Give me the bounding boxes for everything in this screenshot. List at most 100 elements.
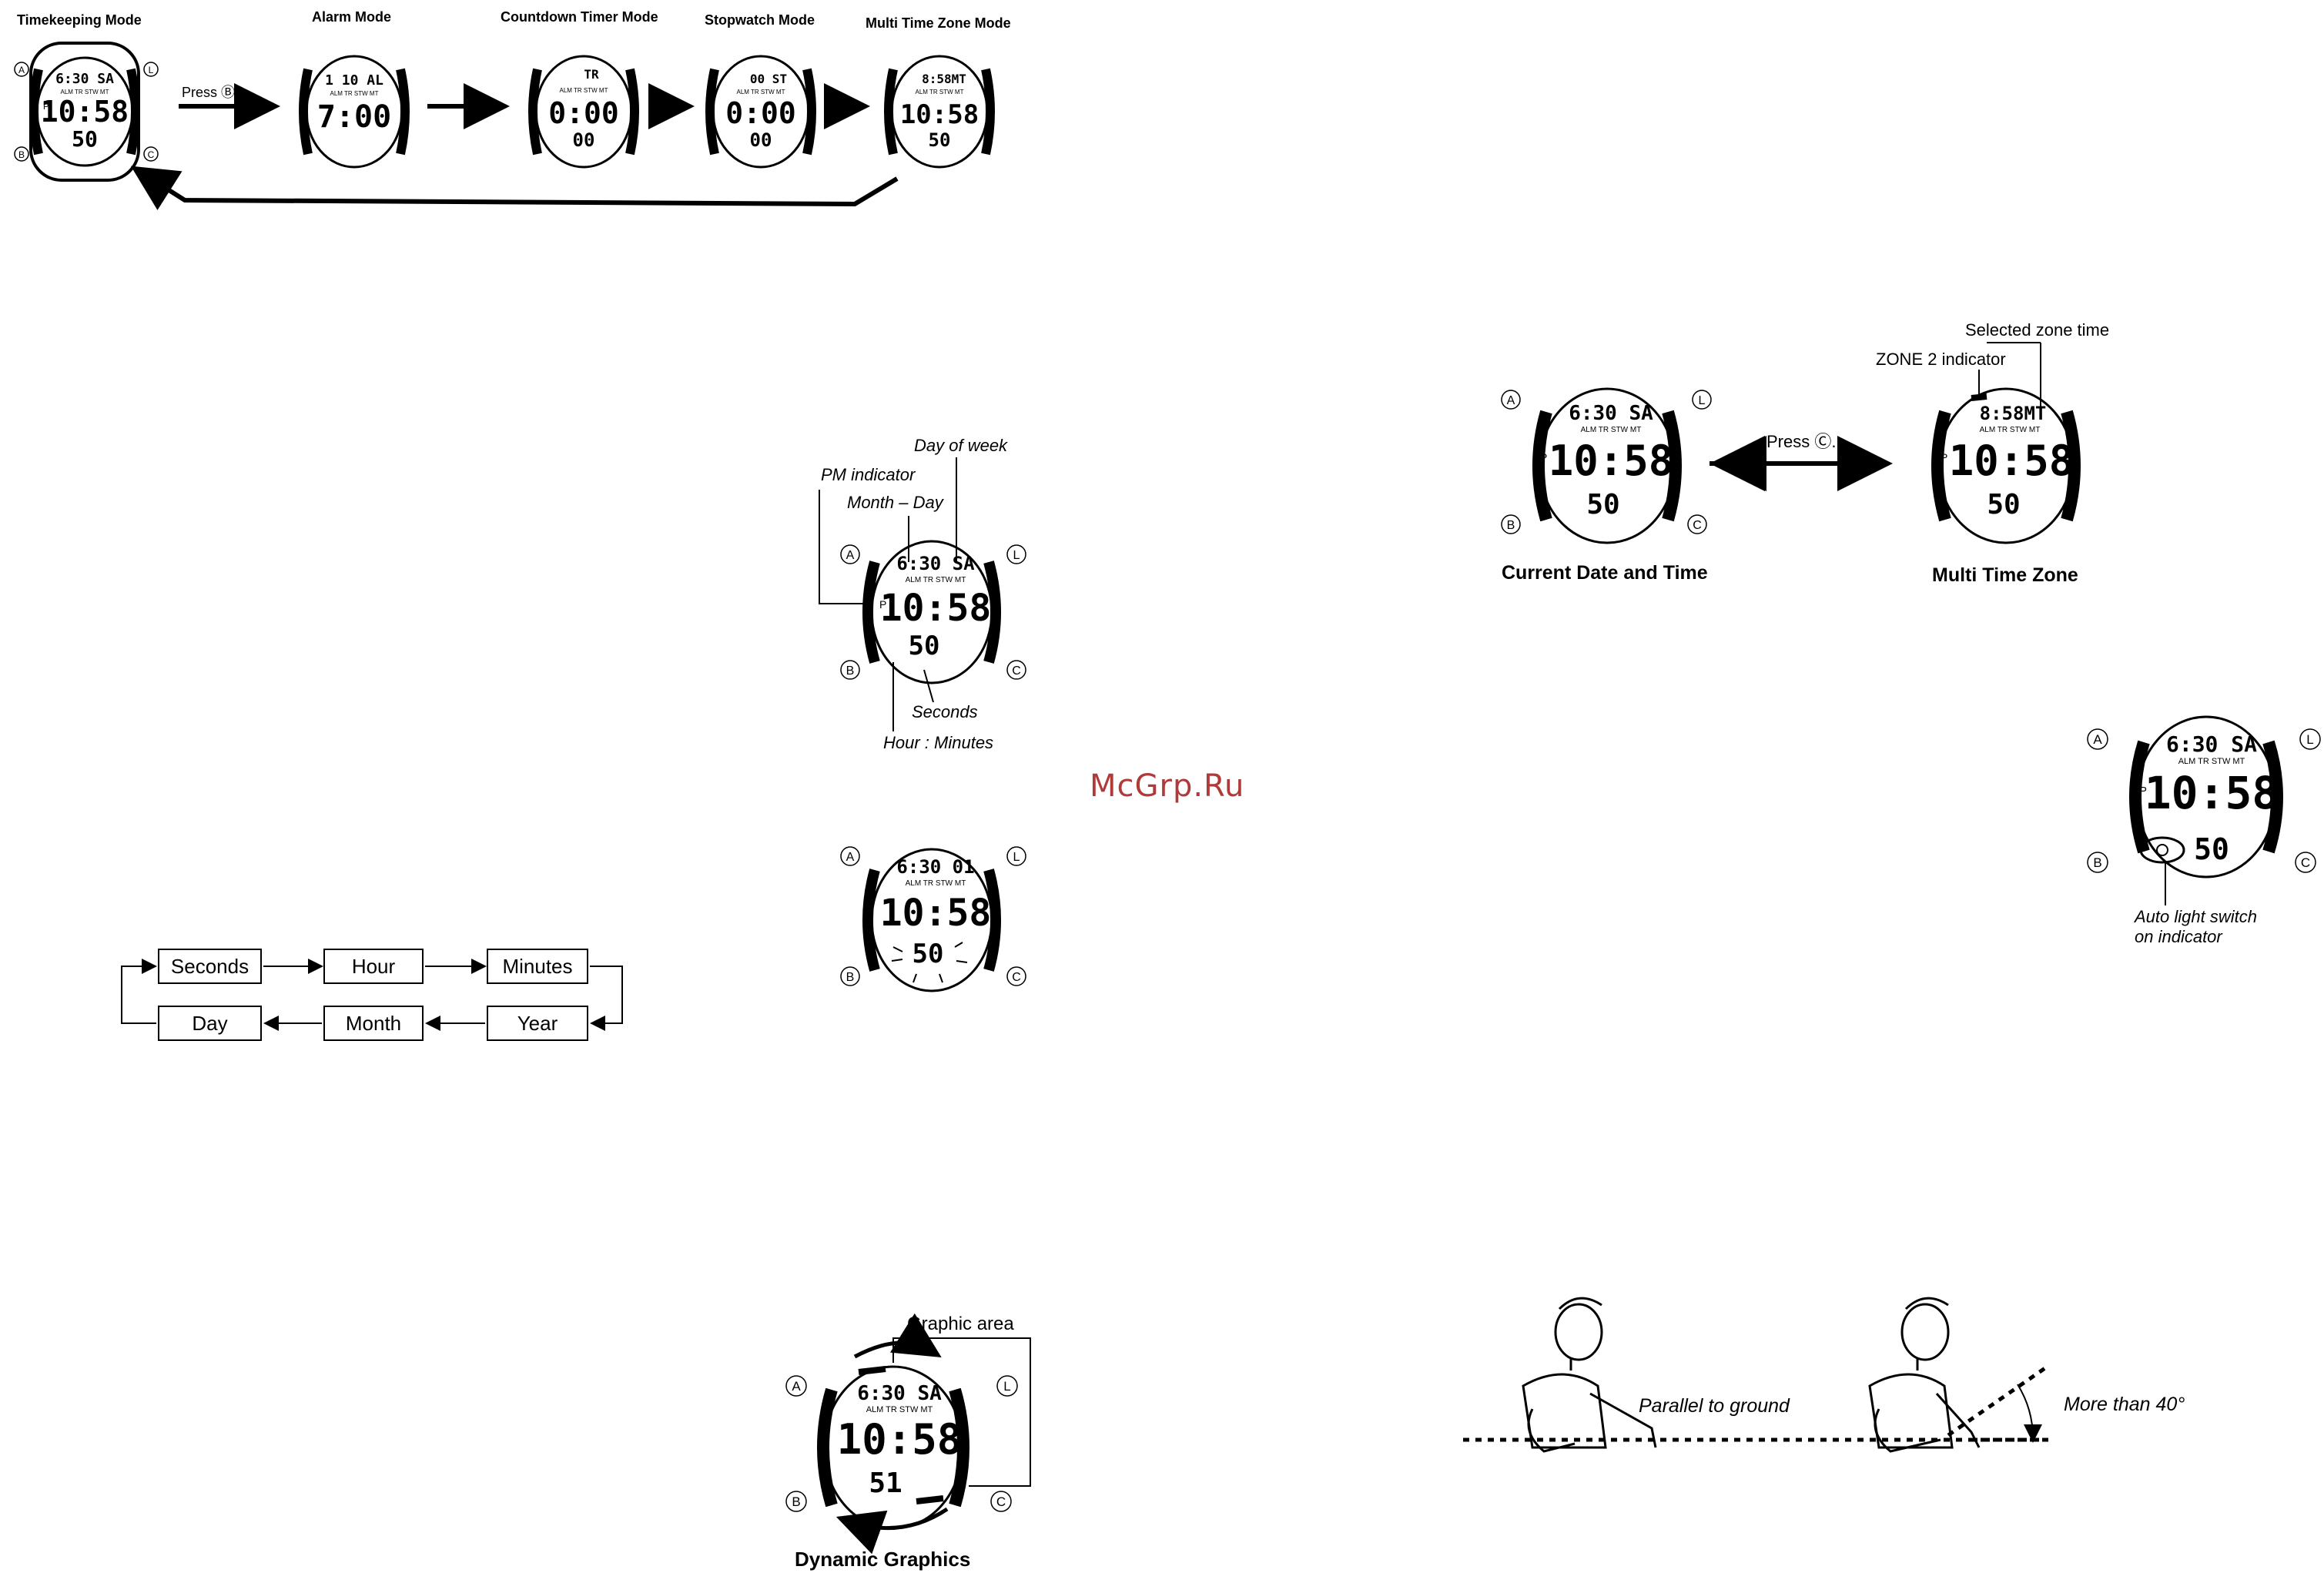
- svg-text:B: B: [846, 971, 855, 984]
- svg-text:6:30 SA: 6:30 SA: [896, 553, 975, 574]
- zone2-indicator-bar: [1971, 393, 1987, 401]
- watch-multi-time-zone: 8:58MT ALM TR STW MT P 10:58 50: [1894, 381, 2118, 551]
- sequence-box-hour: Hour: [323, 949, 424, 984]
- press-c-label: Press Ⓒ.: [1766, 432, 1837, 451]
- svg-text:C: C: [1693, 519, 1702, 532]
- selected-zone-time-label: Selected zone time: [1965, 320, 2110, 340]
- watch-auto-light: A B L C P 6:30 SA ALM TR STW MT 10:58 50: [2079, 708, 2324, 885]
- svg-text:P: P: [2139, 785, 2147, 798]
- svg-text:50: 50: [2194, 832, 2229, 866]
- svg-text:ALM TR STW MT: ALM TR STW MT: [906, 576, 966, 584]
- svg-text:P: P: [821, 1431, 829, 1444]
- svg-text:C: C: [996, 1494, 1006, 1509]
- watch-display-explained: A B L C P 6:30 SA ALM TR STW MT 10:58 50: [832, 531, 1032, 693]
- person-figure-raised: [1868, 1297, 1981, 1453]
- svg-text:A: A: [846, 851, 855, 864]
- flow-arrow-return: [130, 166, 899, 211]
- svg-text:0:00: 0:00: [725, 96, 796, 130]
- svg-text:ALM TR STW MT: ALM TR STW MT: [737, 89, 785, 95]
- svg-text:6:30 SA: 6:30 SA: [1569, 402, 1653, 425]
- watch-multizone: 8:58MT ALM TR STW MT 10:58 50: [870, 46, 1009, 177]
- watch-setting: A B L C 6:30 01 ALM TR STW MT 10:58 50: [832, 839, 1032, 1001]
- svg-text:TR: TR: [584, 67, 599, 82]
- seconds-label: Seconds: [912, 702, 978, 721]
- svg-text:L: L: [1003, 1379, 1010, 1394]
- sequence-box-year: Year: [487, 1006, 588, 1041]
- svg-text:6:30 SA: 6:30 SA: [857, 1382, 942, 1405]
- pm-indicator-label: PM indicator: [821, 465, 916, 484]
- svg-text:10:58: 10:58: [41, 95, 129, 129]
- svg-text:B: B: [792, 1494, 800, 1509]
- svg-text:B: B: [2093, 855, 2101, 870]
- svg-text:L: L: [1013, 549, 1020, 562]
- svg-text:10:58: 10:58: [1549, 437, 1674, 485]
- sequence-box-month: Month: [323, 1006, 424, 1041]
- mode-label-stopwatch: Stopwatch Mode: [705, 12, 815, 28]
- sequence-box-day: Day: [158, 1006, 262, 1041]
- svg-text:50: 50: [1586, 489, 1619, 520]
- watch-current-date-time: A B L C P 6:30 SA ALM TR STW MT 10:58 50: [1495, 381, 1719, 551]
- svg-text:ALM TR STW MT: ALM TR STW MT: [61, 89, 109, 95]
- svg-text:10:58: 10:58: [1949, 437, 2075, 485]
- auto-light-icon: [2156, 844, 2168, 856]
- press-b-label: Press Ⓑ.: [182, 85, 239, 100]
- svg-text:C: C: [1012, 971, 1021, 984]
- watch-dynamic-graphics: A B L C P 6:30 SA ALM TR STW MT 10:58 51: [778, 1355, 1018, 1540]
- svg-text:ALM TR STW MT: ALM TR STW MT: [1581, 426, 1642, 434]
- svg-text:10:58: 10:58: [837, 1415, 963, 1464]
- svg-text:L: L: [1013, 851, 1020, 864]
- svg-text:0:00: 0:00: [548, 96, 619, 130]
- person-figure-parallel: [1522, 1297, 1657, 1453]
- svg-text:P: P: [1540, 451, 1547, 464]
- svg-text:00: 00: [750, 129, 772, 151]
- svg-text:8:58MT: 8:58MT: [1980, 403, 2047, 424]
- watch-stopwatch: 00 ST ALM TR STW MT 0:00 00: [692, 46, 830, 177]
- svg-text:C: C: [2301, 855, 2310, 870]
- watch-countdown: TR ALM TR STW MT 0:00 00: [514, 46, 653, 177]
- svg-text:B: B: [18, 149, 25, 160]
- svg-text:10:58: 10:58: [900, 99, 979, 130]
- svg-text:6:30 SA: 6:30 SA: [2166, 731, 2257, 757]
- angle-line: [1947, 1364, 2050, 1437]
- auto-light-label-1: Auto light switch: [2135, 907, 2257, 926]
- mode-label-countdown: Countdown Timer Mode: [501, 9, 658, 25]
- watch-case: A B L C P 6:30 SA ALM TR STW MT 10:58 50: [14, 42, 159, 182]
- svg-text:51: 51: [869, 1468, 902, 1499]
- svg-text:ALM TR STW MT: ALM TR STW MT: [330, 90, 379, 97]
- svg-text:L: L: [2306, 732, 2313, 747]
- svg-text:L: L: [149, 65, 154, 75]
- svg-text:10:58: 10:58: [2145, 767, 2279, 819]
- svg-text:L: L: [1699, 394, 1706, 407]
- svg-text:7:00: 7:00: [317, 99, 391, 135]
- svg-text:00 ST: 00 ST: [750, 72, 787, 86]
- svg-text:A: A: [846, 549, 855, 562]
- svg-text:ALM TR STW MT: ALM TR STW MT: [906, 879, 966, 888]
- flash-marks: [891, 942, 968, 983]
- watch-timekeeping: A B L C P 6:30 SA ALM TR STW MT 10:58 50: [8, 38, 162, 185]
- watermark: McGrp.Ru: [1090, 768, 1245, 804]
- current-date-time-caption: Current Date and Time: [1502, 562, 1708, 584]
- svg-text:B: B: [846, 664, 855, 678]
- svg-text:ALM TR STW MT: ALM TR STW MT: [560, 87, 608, 94]
- mode-label-timekeeping: Timekeeping Mode: [17, 12, 142, 28]
- svg-text:A: A: [1507, 394, 1515, 407]
- svg-text:10:58: 10:58: [880, 892, 992, 935]
- sequence-box-seconds: Seconds: [158, 949, 262, 984]
- svg-text:50: 50: [909, 631, 940, 661]
- svg-text:50: 50: [929, 129, 951, 151]
- svg-text:B: B: [1507, 519, 1515, 532]
- auto-light-label-2: on indicator: [2135, 927, 2222, 946]
- svg-text:50: 50: [913, 939, 944, 969]
- svg-text:ALM TR STW MT: ALM TR STW MT: [2178, 757, 2245, 766]
- svg-text:10:58: 10:58: [880, 587, 992, 630]
- svg-text:6:30 SA: 6:30 SA: [55, 71, 114, 87]
- svg-text:C: C: [1012, 664, 1021, 678]
- mode-label-multizone: Multi Time Zone Mode: [866, 15, 1011, 31]
- svg-text:A: A: [792, 1379, 801, 1394]
- svg-text:C: C: [148, 149, 155, 160]
- zone2-indicator-label: ZONE 2 indicator: [1876, 350, 2006, 369]
- svg-text:ALM TR STW MT: ALM TR STW MT: [1980, 426, 2041, 434]
